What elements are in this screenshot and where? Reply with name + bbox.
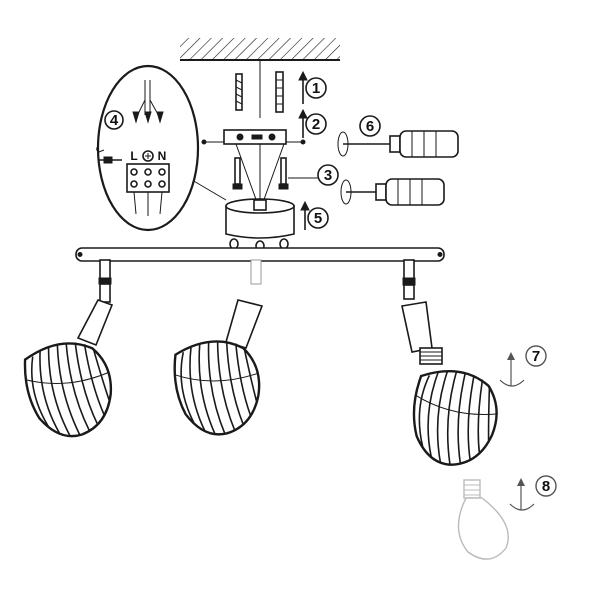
svg-text:4: 4	[110, 112, 119, 129]
spotlight-middle	[171, 259, 265, 439]
svg-text:N: N	[158, 149, 167, 163]
ceiling-plug-right	[275, 71, 284, 113]
ceiling	[180, 38, 340, 61]
detail-leader	[191, 179, 227, 201]
canopy-wires	[235, 143, 285, 206]
fixing-screw-left	[232, 157, 243, 190]
svg-text:L: L	[130, 149, 137, 163]
svg-text:6: 6	[366, 118, 374, 135]
step-8-indicator: 8	[509, 475, 557, 511]
up-arrow-icon	[298, 70, 308, 104]
step-2-badge: 2	[305, 113, 327, 135]
led-bulb	[457, 479, 509, 560]
svg-text:2: 2	[312, 116, 320, 133]
screwdriver-icon	[337, 130, 459, 158]
svg-text:3: 3	[324, 167, 332, 184]
step-5-badge: 5	[307, 207, 329, 229]
canopy	[225, 198, 295, 252]
spotlight-left	[20, 259, 120, 444]
ceiling-screw-left	[235, 73, 243, 111]
step-1-badge: 1	[305, 77, 327, 99]
screwdriver-icon	[340, 178, 445, 206]
fixing-screw-right	[278, 157, 289, 190]
spotlight-bar	[75, 247, 445, 262]
svg-text:1: 1	[312, 80, 320, 97]
up-arrow-icon	[300, 200, 310, 230]
step-3-badge: 3	[317, 164, 339, 186]
svg-text:5: 5	[314, 210, 322, 227]
mounting-bracket	[201, 129, 306, 145]
step-6-badge: 6	[359, 115, 381, 137]
up-arrow-icon	[298, 108, 308, 138]
svg-text:7: 7	[532, 348, 540, 365]
step-4-badge: 4	[104, 110, 124, 130]
spotlight-right	[401, 259, 506, 474]
wiring-detail: 4 L N	[96, 64, 200, 232]
svg-text:8: 8	[542, 478, 550, 495]
step-7-indicator: 7	[499, 345, 547, 387]
